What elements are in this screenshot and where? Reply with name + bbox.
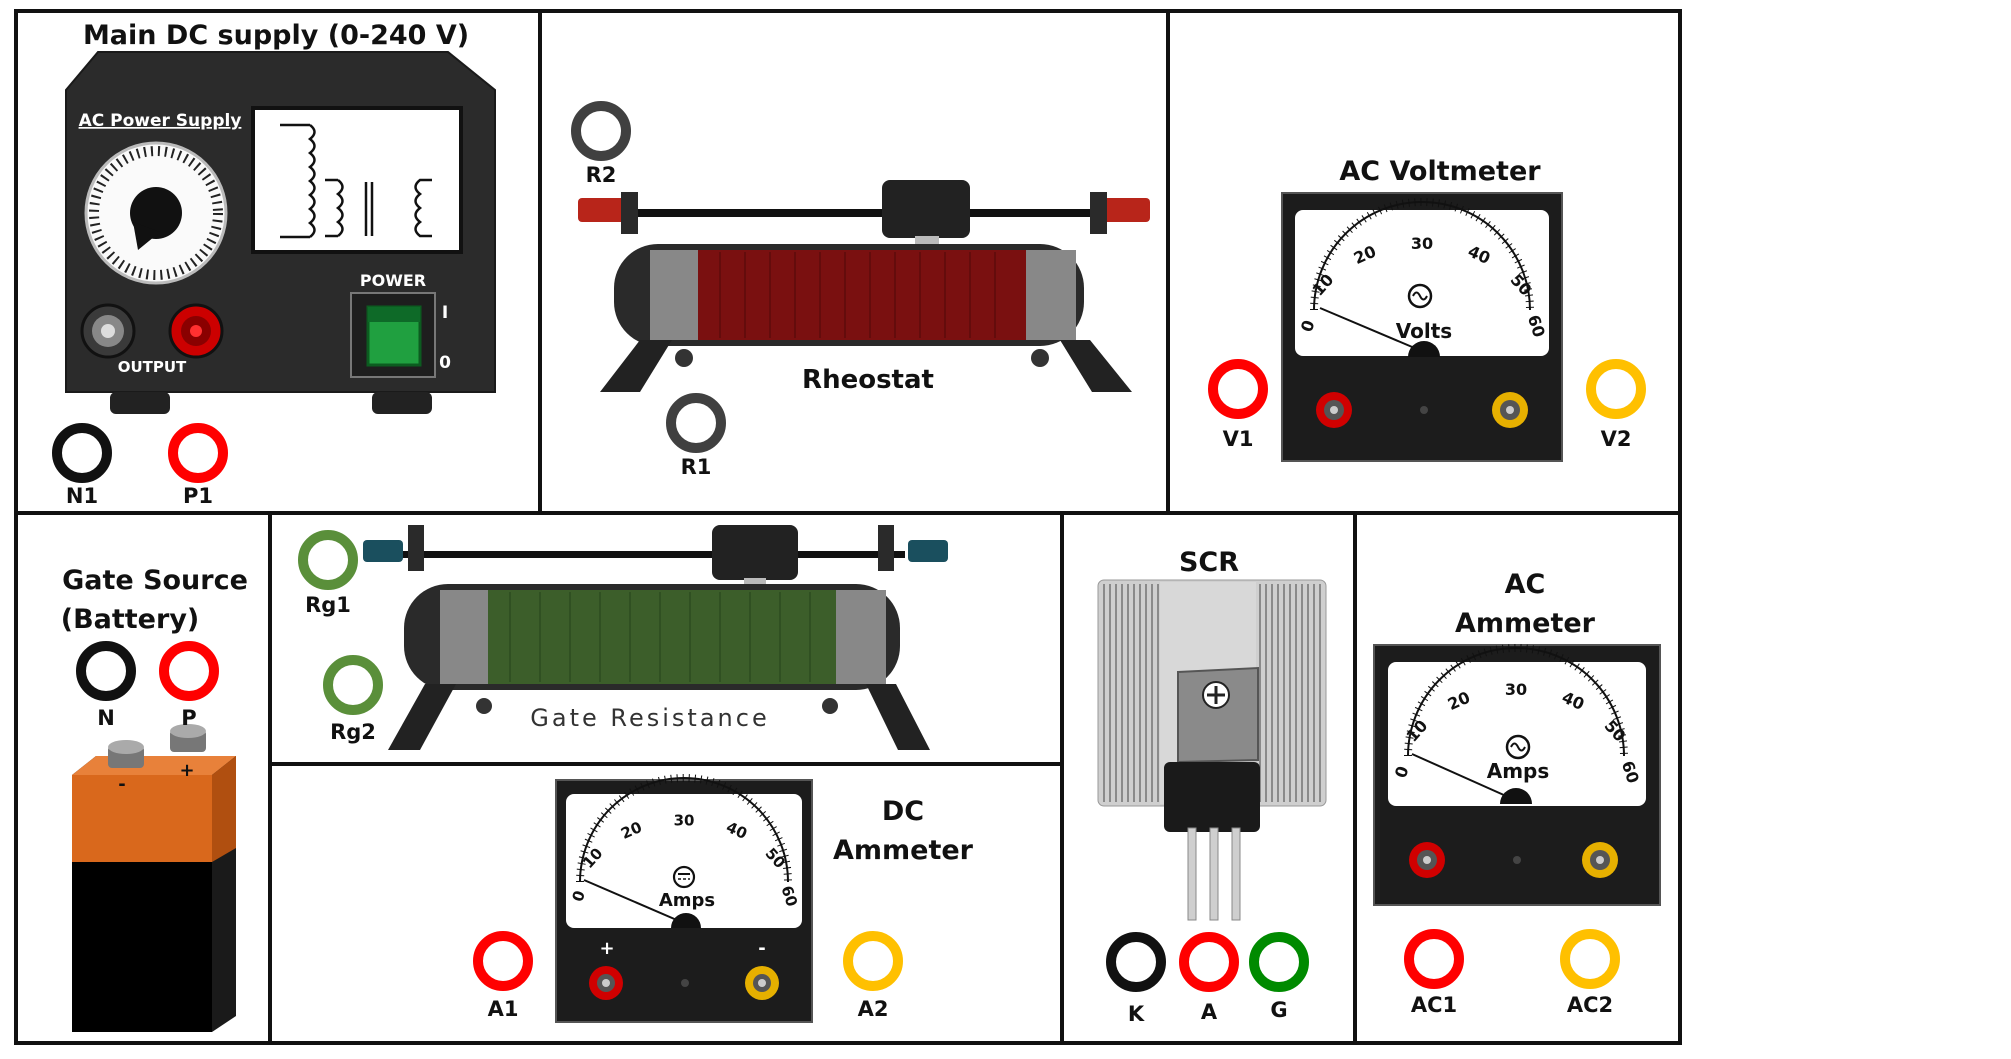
power-on-label: I <box>442 303 448 323</box>
terminal-p-label: P <box>181 706 196 730</box>
ac-ammeter-scale-30: 30 <box>1505 680 1527 699</box>
dc-ammeter-title-line1: DC <box>882 796 924 827</box>
terminal-rg1[interactable] <box>303 535 353 585</box>
rheostat-slider[interactable] <box>882 180 970 254</box>
ac-voltmeter-red-jack <box>1316 392 1352 428</box>
dc-ammeter-scale-30: 30 <box>674 811 695 829</box>
terminal-rg2-label: Rg2 <box>330 720 376 744</box>
scr-title: SCR <box>1179 547 1239 578</box>
terminal-ac1[interactable] <box>1409 934 1459 984</box>
transformer-display <box>253 108 461 252</box>
ac-voltmeter-yellow-jack <box>1492 392 1528 428</box>
terminal-r2-label: R2 <box>586 163 617 187</box>
supply-output-negative-jack <box>82 305 134 357</box>
terminal-a-label: A <box>1201 1000 1218 1024</box>
ac-ammeter-title-line2: Ammeter <box>1455 608 1596 639</box>
ac-voltmeter-scale-30: 30 <box>1411 234 1433 253</box>
terminal-p[interactable] <box>164 646 214 696</box>
power-switch[interactable] <box>351 293 435 377</box>
terminal-n1-label: N1 <box>66 484 98 508</box>
output-label: OUTPUT <box>118 358 187 376</box>
ac-voltmeter-title: AC Voltmeter <box>1339 156 1541 187</box>
battery-plus-label: + <box>179 760 194 781</box>
gate-resistance-label: Gate Resistance <box>530 704 769 732</box>
dc-ammeter-plus-label: + <box>599 938 614 959</box>
power-label: POWER <box>360 271 426 290</box>
rheostat: Rheostat <box>578 180 1150 395</box>
terminal-a1[interactable] <box>478 936 528 986</box>
terminal-ac1-label: AC1 <box>1411 993 1457 1017</box>
dc-ammeter-yellow-jack <box>745 966 779 1000</box>
gate-source-battery: Gate Source (Battery) - + <box>61 565 248 1032</box>
supply-brand-label: AC Power Supply <box>79 111 242 131</box>
terminal-v1-label: V1 <box>1223 427 1254 451</box>
terminal-rg1-label: Rg1 <box>305 593 351 617</box>
gate-source-title-line2: (Battery) <box>61 604 200 635</box>
rheostat-label: Rheostat <box>802 365 934 395</box>
terminal-p1-label: P1 <box>183 484 213 508</box>
gate-source-title-line1: Gate Source <box>62 565 248 596</box>
terminal-k-label: K <box>1128 1002 1145 1026</box>
terminal-p1[interactable] <box>173 428 223 478</box>
terminal-a2[interactable] <box>848 936 898 986</box>
terminal-ac2[interactable] <box>1565 934 1615 984</box>
dc-ammeter-red-jack <box>589 966 623 1000</box>
ac-ammeter-yellow-jack <box>1582 842 1618 878</box>
ac-ammeter-red-jack <box>1409 842 1445 878</box>
terminal-v2-label: V2 <box>1601 427 1632 451</box>
terminal-v1[interactable] <box>1213 364 1263 414</box>
terminal-r1-label: R1 <box>681 455 712 479</box>
main-supply-title: Main DC supply (0-240 V) <box>83 20 469 51</box>
terminal-a1-label: A1 <box>488 997 519 1021</box>
ac-ammeter-title-line1: AC <box>1505 569 1546 600</box>
terminal-r2[interactable] <box>576 106 626 156</box>
supply-output-positive-jack <box>170 305 222 357</box>
voltage-dial[interactable] <box>86 143 226 283</box>
ac-voltmeter: AC Voltmeter 0102030405060 Volts <box>1282 156 1562 461</box>
terminal-n-label: N <box>97 706 115 730</box>
dc-ammeter-title-line2: Ammeter <box>833 835 974 866</box>
scr: SCR <box>1098 547 1326 920</box>
terminal-n[interactable] <box>81 646 131 696</box>
main-dc-supply: Main DC supply (0-240 V) AC Power Supply… <box>66 20 495 414</box>
ac-ammeter: AC Ammeter 0102030405060 Amps <box>1374 569 1660 905</box>
terminal-a2-label: A2 <box>858 997 889 1021</box>
terminal-g[interactable] <box>1254 937 1304 987</box>
terminal-a[interactable] <box>1184 937 1234 987</box>
terminal-n1[interactable] <box>57 428 107 478</box>
dc-ammeter: DC Ammeter 0102030405060 Amps + - <box>556 778 974 1022</box>
power-off-label: 0 <box>439 353 451 373</box>
gate-resistance: Gate Resistance <box>363 525 948 750</box>
battery-minus-label: - <box>118 774 125 795</box>
terminal-rg2[interactable] <box>328 660 378 710</box>
battery-terminal-negative <box>108 740 144 768</box>
dc-ammeter-minus-label: - <box>758 938 765 959</box>
terminal-v2[interactable] <box>1591 364 1641 414</box>
gate-resistance-slider[interactable] <box>712 525 798 594</box>
terminal-ac2-label: AC2 <box>1567 993 1613 1017</box>
ac-voltmeter-unit: Volts <box>1396 319 1452 343</box>
dc-ammeter-unit: Amps <box>659 890 715 911</box>
ac-ammeter-unit: Amps <box>1487 759 1550 783</box>
terminal-k[interactable] <box>1111 937 1161 987</box>
terminal-g-label: G <box>1270 998 1287 1022</box>
terminal-r1[interactable] <box>671 398 721 448</box>
